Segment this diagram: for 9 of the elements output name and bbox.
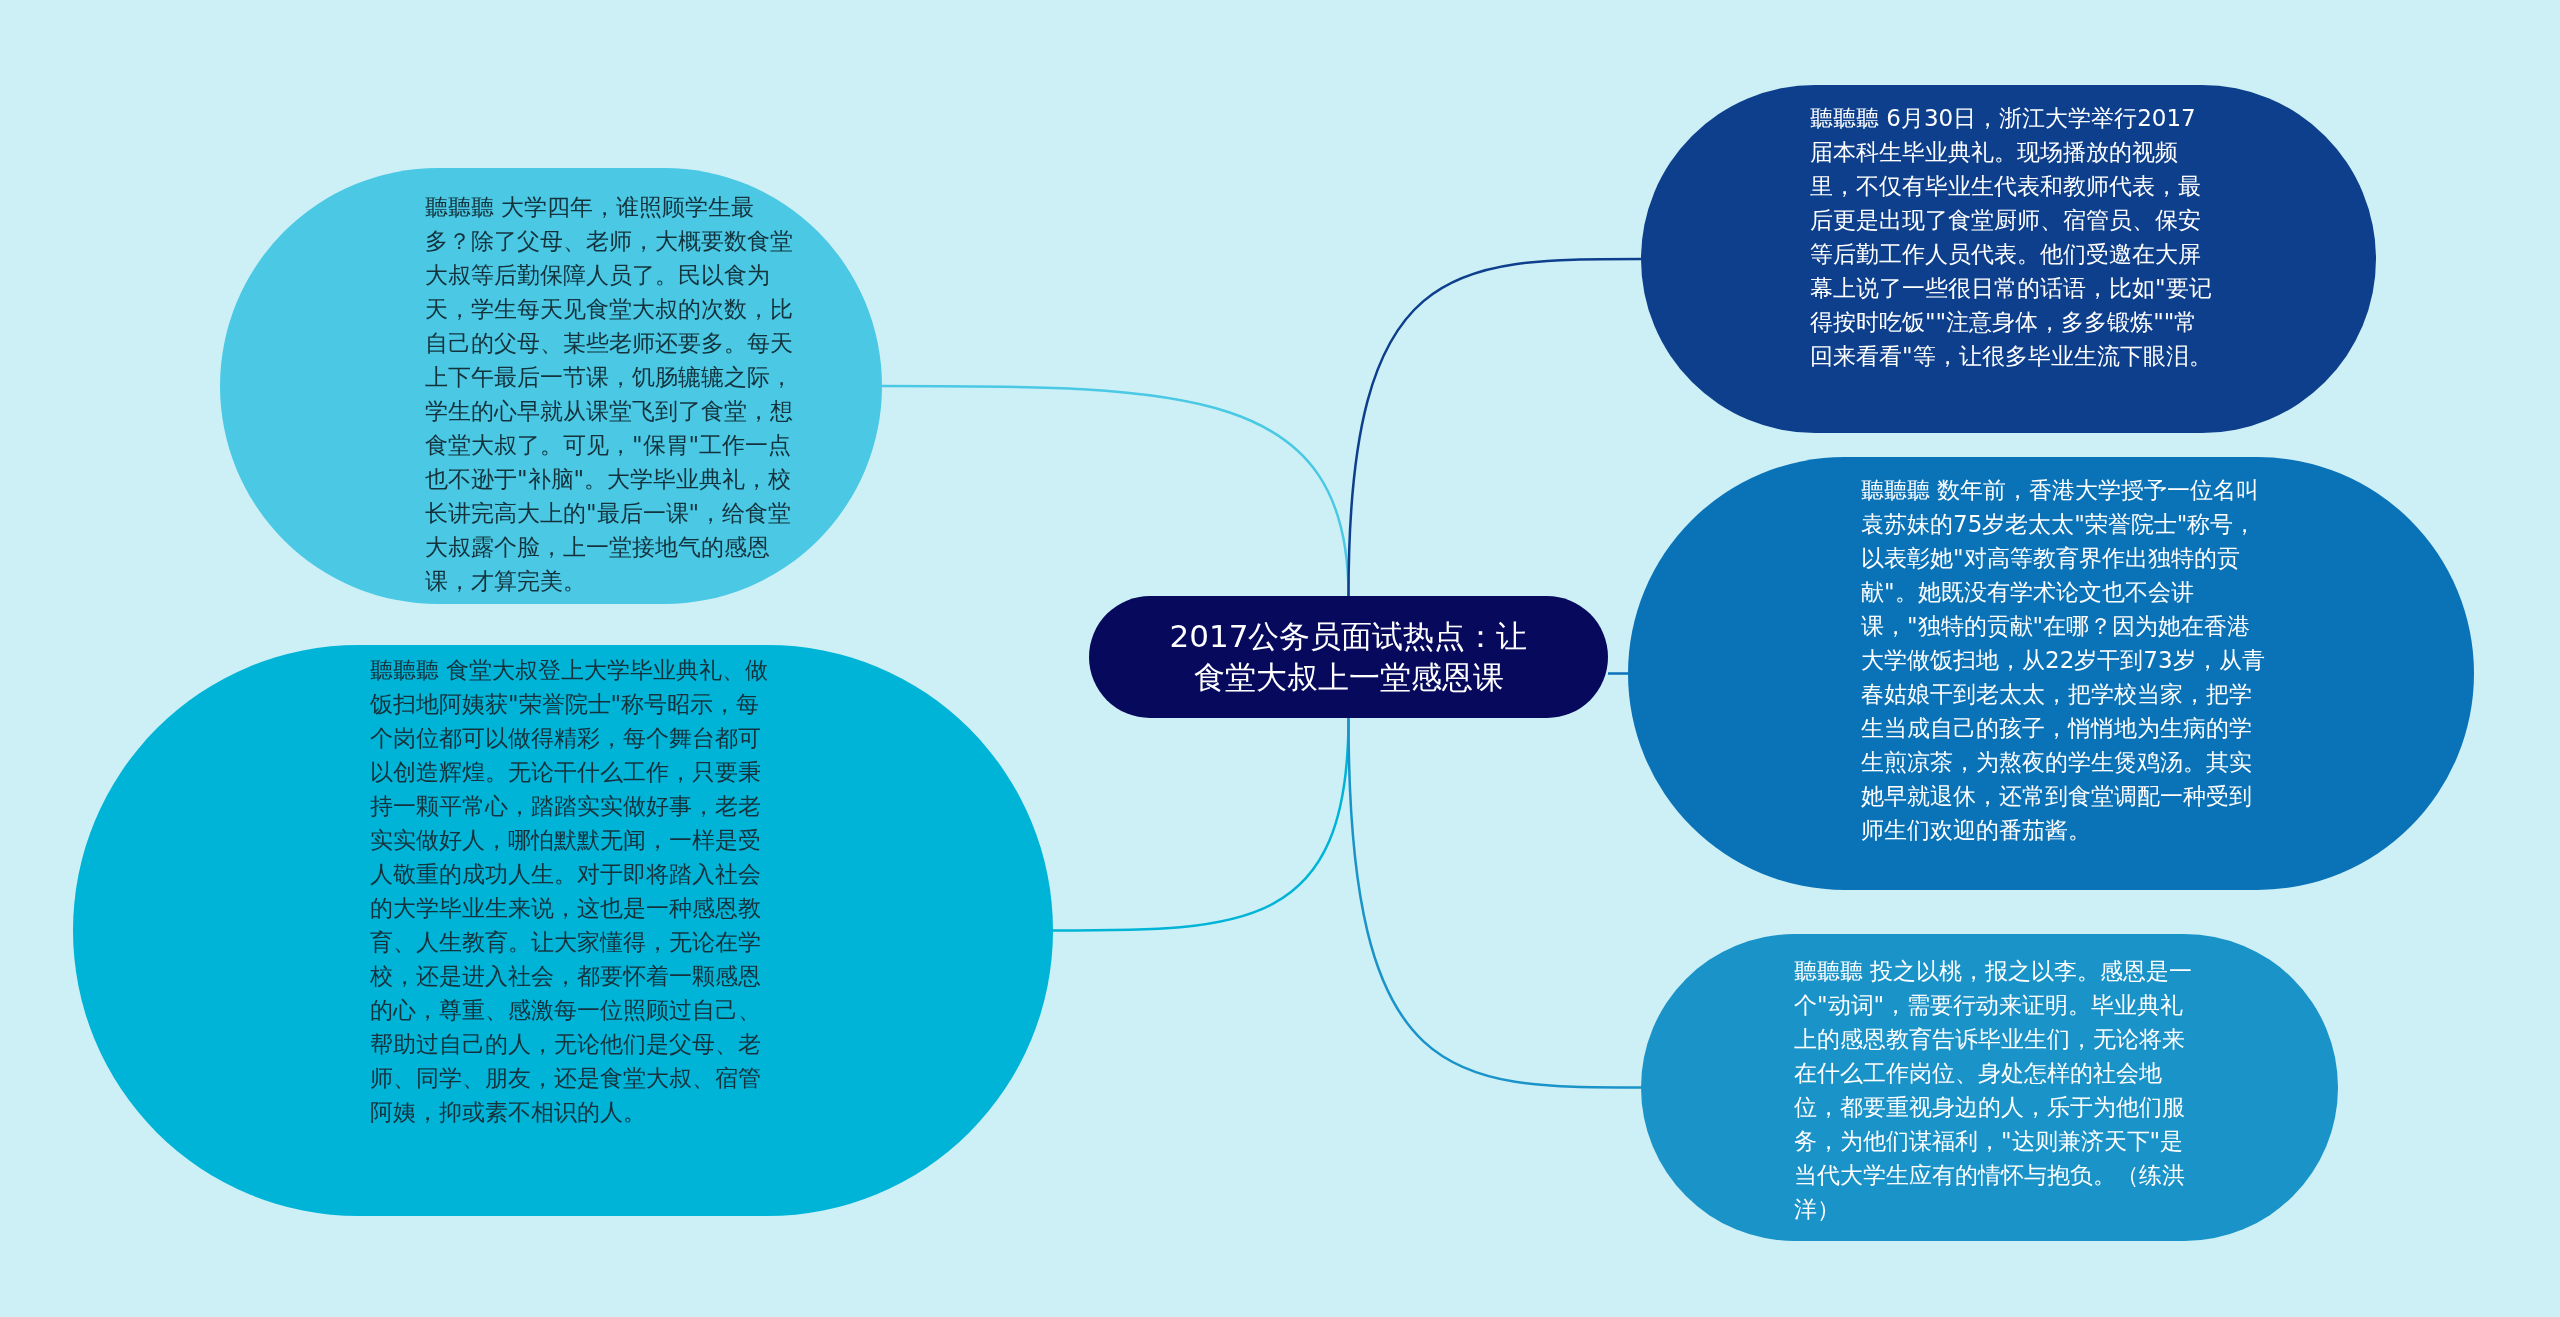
topic-title: 2017公务员面试热点：让食堂大叔上一堂感恩课: [1168, 617, 1529, 697]
connector-line: [1347, 717, 1641, 1089]
paragraph-text: 聽聽聽 大学四年，谁照顾学生最多？除了父母、老师，大概要数食堂大叔等后勤保障人员了。民以食为天，学生每天见食堂大叔的次数，比自己的父母、某些老师还要多。每天上下午最后一节课，饥肠辘辘之际，学生的心早就从课堂飞到了食堂，想食堂大叔了。可见，"保胃"工作一点也不逊于"补脑"。大学毕业典礼，校长讲完高大上的"最后一课"，给食堂大叔露个脸，上一堂接地气的感恩课，才算完美。: [425, 193, 794, 596]
paragraph-text: 聽聽聽 6月30日，浙江大学举行2017届本科生毕业典礼。现场播放的视频里，不仅有毕业生代表和教师代表，最后更是出现了食堂厨师、宿管员、保安等后勤工作人员代表。他们受邀在大屏幕上说了一些很日常的话语，比如"要记得按时吃饭""注意身体，多多锻炼""常回来看看"等，让很多毕业生流下眼泪。: [1810, 104, 2213, 371]
paragraph-text: 聽聽聽 投之以桃，报之以李。感恩是一个"动词"，需要行动来证明。毕业典礼上的感恩教育告诉毕业生们，无论将来在什么工作岗位、身处怎样的社会地位，都要重视身边的人，乐于为他们服务，为他们谋福利，"达则兼济天下"是当代大学生应有的情怀与抱负。（练洪洋）: [1794, 957, 2194, 1224]
paragraph-text: 聽聽聽 数年前，香港大学授予一位名叫袁苏妹的75岁老太太"荣誉院士"称号，以表彰她"对高等教育界作出独特的贡献"。她既没有学术论文也不会讲课，"独特的贡献"在哪？因为她在香港大学做饭扫地，从22岁干到73岁，从青春姑娘干到老太太，把学校当家，把学生当成自己的孩子，悄悄地为生病的学生煎凉茶，为熬夜的学生煲鸡汤。其实她早就退休，还常到食堂调配一种受到师生们欢迎的番茄酱。: [1861, 476, 2266, 845]
connector-line: [1608, 672, 1628, 675]
connector-line: [1347, 257, 1641, 597]
paragraph-text: 聽聽聽 食堂大叔登上大学毕业典礼、做饭扫地阿姨获"荣誉院士"称号昭示，每个岗位都可以做得精彩，每个舞台都可以创造辉煌。无论干什么工作，只要秉持一颗平常心，踏踏实实做好事，老老实实做好人，哪怕默默无闻，一样是受人敬重的成功人生。对于即将踏入社会的大学毕业生来说，这也是一种感恩教育、人生教育。让大家懂得，无论在学校，还是进入社会，都要怀着一颗感恩的心，尊重、感激每一位照顾过自己、帮助过自己的人，无论他们是父母、老师、同学、朋友，还是食堂大叔、宿管阿姨，抑或素不相识的人。: [370, 656, 770, 1127]
